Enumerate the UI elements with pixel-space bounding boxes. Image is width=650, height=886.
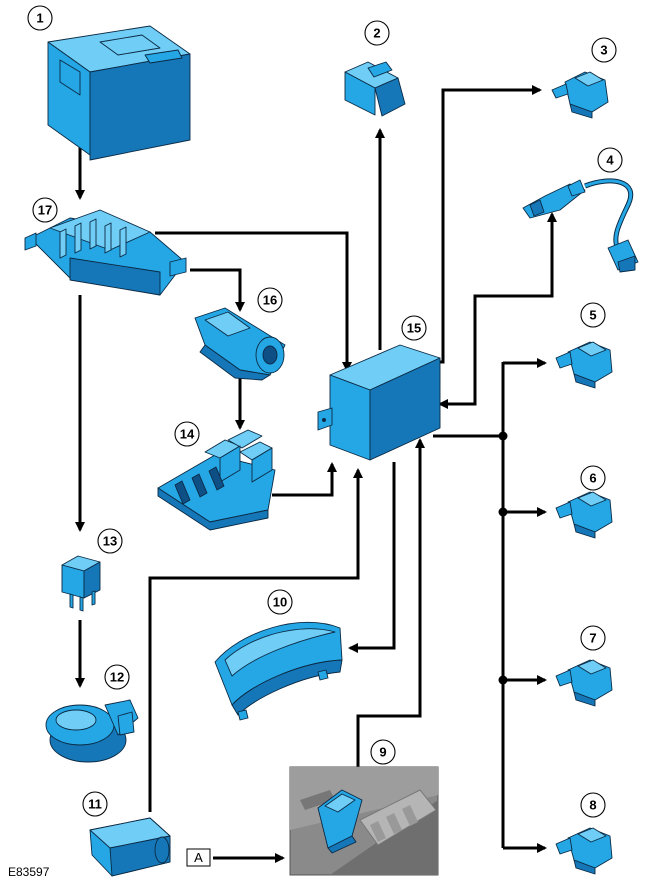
callout-5: 5 (580, 302, 606, 328)
sensor-module-component (89, 817, 171, 877)
callout-6: 6 (580, 465, 606, 491)
callout-1: 1 (27, 5, 53, 31)
box-a-label: A (186, 848, 211, 867)
callout-5-label: 5 (589, 308, 596, 323)
conn-11-to-15 (148, 468, 363, 812)
callout-1-label: 1 (36, 11, 43, 26)
relay-component (61, 555, 101, 612)
conn-17-to-16 (190, 268, 245, 312)
callout-7-label: 7 (589, 631, 596, 646)
sensor-6-component (555, 491, 613, 539)
fuse-box-component (24, 209, 187, 296)
callout-17: 17 (32, 197, 58, 223)
callout-14: 14 (174, 421, 200, 447)
conn-4-to-15 (438, 222, 554, 409)
sensor-7-component (555, 659, 613, 707)
callout-3-label: 3 (600, 43, 607, 58)
bus-junction-2 (498, 507, 508, 517)
callout-4: 4 (597, 147, 623, 173)
callouts: 1 2 3 4 5 6 7 8 (27, 5, 623, 818)
conn-17-to-15 (155, 231, 352, 372)
callout-11: 11 (82, 791, 108, 817)
callout-17-label: 17 (38, 203, 52, 218)
ignition-switch-component (194, 307, 286, 381)
callout-7: 7 (580, 625, 606, 651)
callout-2: 2 (364, 20, 390, 46)
callout-8: 8 (580, 792, 606, 818)
callout-15-label: 15 (407, 321, 421, 336)
callout-12: 12 (104, 664, 130, 690)
callout-16: 16 (257, 287, 283, 313)
sensor-5-component (555, 341, 613, 389)
callout-9: 9 (370, 739, 396, 765)
callout-12-label: 12 (110, 670, 124, 685)
switch-component (344, 61, 406, 117)
callout-10: 10 (267, 589, 293, 615)
callout-13: 13 (97, 528, 123, 554)
callout-10-label: 10 (273, 595, 287, 610)
bus-junction-1 (498, 431, 508, 441)
callout-11-label: 11 (88, 797, 102, 812)
callout-3: 3 (591, 37, 617, 63)
connections (75, 85, 557, 863)
box-a-text: A (194, 850, 203, 865)
sensor-8-component (555, 827, 613, 875)
callout-13-label: 13 (103, 534, 117, 549)
sensor-3-component (551, 71, 609, 119)
horn-component (45, 699, 139, 763)
control-module-component (317, 344, 441, 461)
switch-pack-component (157, 429, 276, 531)
conn-14-to-15 (272, 462, 337, 497)
callout-15: 15 (401, 315, 427, 341)
callout-4-label: 4 (606, 153, 614, 168)
callout-16-label: 16 (263, 293, 277, 308)
callout-8-label: 8 (589, 798, 596, 813)
fuse-panel-photo-component (289, 766, 439, 876)
callout-14-label: 14 (180, 427, 195, 442)
conn-15-to-10 (348, 462, 396, 653)
figure-reference: E83597 (8, 865, 50, 879)
bus-junction-3 (498, 675, 508, 685)
conn-15-to-3 (433, 85, 542, 364)
battery-component (47, 25, 191, 161)
callout-2-label: 2 (373, 26, 380, 41)
instrument-cluster-component (214, 621, 343, 721)
callout-9-label: 9 (379, 745, 386, 760)
sensor-4-component (522, 178, 639, 273)
conn-9-to-15 (356, 438, 425, 768)
callout-6-label: 6 (589, 471, 596, 486)
